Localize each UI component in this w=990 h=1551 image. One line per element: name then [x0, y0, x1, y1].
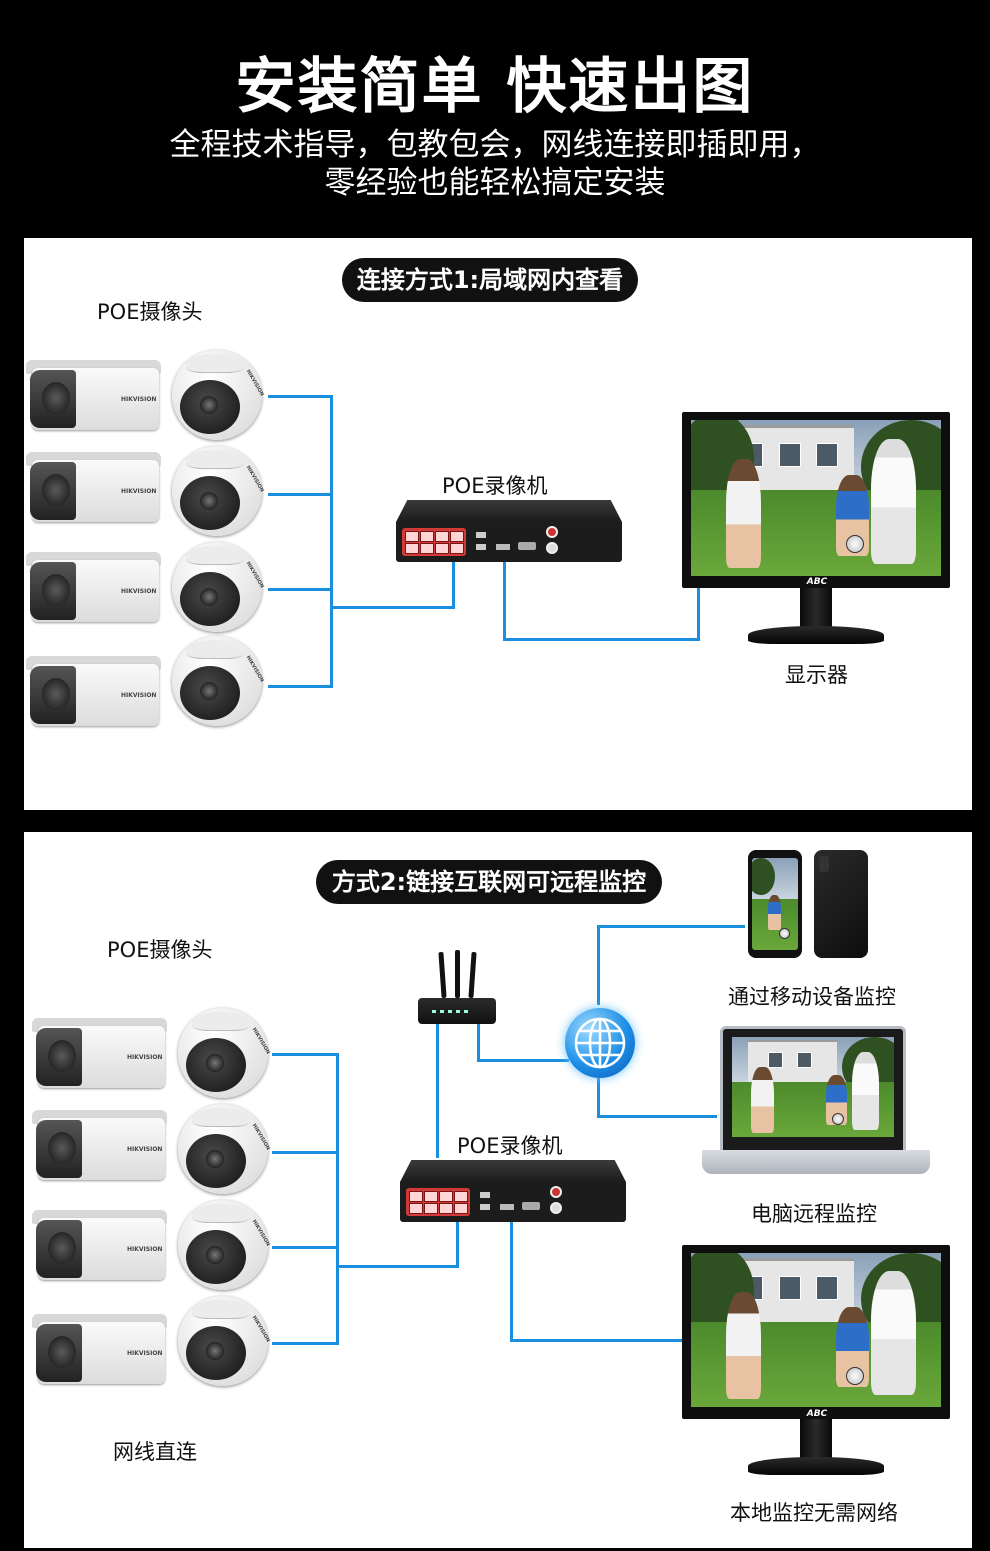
router-cable [477, 1059, 569, 1062]
monitor-stand [800, 588, 832, 630]
hdmi-cable [510, 1339, 686, 1342]
smartphone-back [814, 850, 868, 958]
section1-title-pill: 连接方式1:局域网内查看 [342, 258, 638, 302]
section1-nvr-label: POE录像机 [442, 474, 548, 498]
dome-camera: HIKVISION [172, 636, 265, 728]
bullet-camera: HIKVISION [26, 656, 161, 728]
bullet-camera: HIKVISION [32, 1110, 167, 1182]
network-cable [336, 1053, 339, 1345]
section1-monitor-label: 显示器 [785, 663, 848, 687]
bullet-camera: HIKVISION [26, 552, 161, 624]
network-cable [330, 606, 455, 609]
internet-link [597, 1078, 600, 1118]
poe-ports [406, 1188, 470, 1216]
monitor-stand [800, 1419, 832, 1461]
network-cable [268, 588, 332, 591]
monitor-base [748, 626, 884, 644]
router-cable [436, 1022, 439, 1158]
dome-camera: HIKVISION [178, 1008, 271, 1100]
bullet-camera: HIKVISION [32, 1210, 167, 1282]
network-cable [272, 1053, 338, 1056]
network-cable [336, 1265, 459, 1268]
dome-camera: HIKVISION [172, 542, 265, 634]
dome-camera: HIKVISION [178, 1296, 271, 1388]
bullet-camera: HIKVISION [32, 1018, 167, 1090]
dome-camera: HIKVISION [178, 1104, 271, 1196]
phone-screen-image [752, 858, 798, 950]
network-cable [268, 395, 332, 398]
network-cable [272, 1246, 338, 1249]
network-cable [272, 1342, 338, 1345]
section1-camera-label: POE摄像头 [97, 300, 203, 324]
hdmi-cable [503, 552, 506, 640]
dome-camera: HIKVISION [172, 446, 265, 538]
page-subtitle-line2: 零经验也能轻松搞定安装 [324, 165, 666, 201]
network-cable [268, 493, 332, 496]
section2-camera-label: POE摄像头 [107, 938, 213, 962]
dome-camera: HIKVISION [172, 350, 265, 442]
internet-link [597, 925, 745, 928]
section2-title-pill: 方式2:链接互联网可远程监控 [316, 860, 662, 904]
internet-link [597, 925, 600, 1005]
hdmi-cable [503, 638, 700, 641]
bullet-camera: HIKVISION [26, 360, 161, 432]
bullet-camera: HIKVISION [32, 1314, 167, 1386]
router-cable [477, 1022, 480, 1062]
poe-nvr [400, 1160, 626, 1222]
poe-nvr [396, 500, 622, 562]
laptop-keyboard-base [702, 1150, 930, 1174]
internet-globe-icon [565, 1008, 635, 1078]
page-subtitle-line1: 全程技术指导，包教包会，网线连接即插即用， [169, 127, 821, 163]
monitor-brand-logo: ABC [806, 577, 828, 587]
monitor-screen-image [691, 1253, 941, 1407]
smartphone [748, 850, 802, 958]
hdmi-cable [697, 586, 700, 641]
section2-cable-label: 网线直连 [113, 1440, 197, 1464]
network-cable [268, 685, 332, 688]
hdmi-cable [510, 1212, 513, 1342]
page-title: 安装简单 快速出图 [235, 52, 755, 122]
phone-camera-icon [819, 856, 829, 872]
section2-nvr-label: POE录像机 [457, 1134, 563, 1158]
poe-ports [402, 528, 466, 556]
network-cable [452, 552, 455, 609]
network-cable [272, 1151, 338, 1154]
dome-camera: HIKVISION [178, 1200, 271, 1292]
monitor-brand-logo: ABC [806, 1409, 828, 1419]
wifi-router [418, 950, 496, 1024]
section2-mobile-label: 通过移动设备监控 [728, 985, 896, 1009]
section2-pc-label: 电脑远程监控 [751, 1202, 877, 1226]
bullet-camera: HIKVISION [26, 452, 161, 524]
monitor-screen-image [691, 420, 941, 576]
section2-local-label: 本地监控无需网络 [730, 1501, 898, 1525]
network-cable [330, 395, 333, 688]
network-cable [456, 1212, 459, 1268]
monitor-base [748, 1457, 884, 1475]
internet-link [597, 1115, 717, 1118]
laptop-screen-image [732, 1037, 894, 1137]
